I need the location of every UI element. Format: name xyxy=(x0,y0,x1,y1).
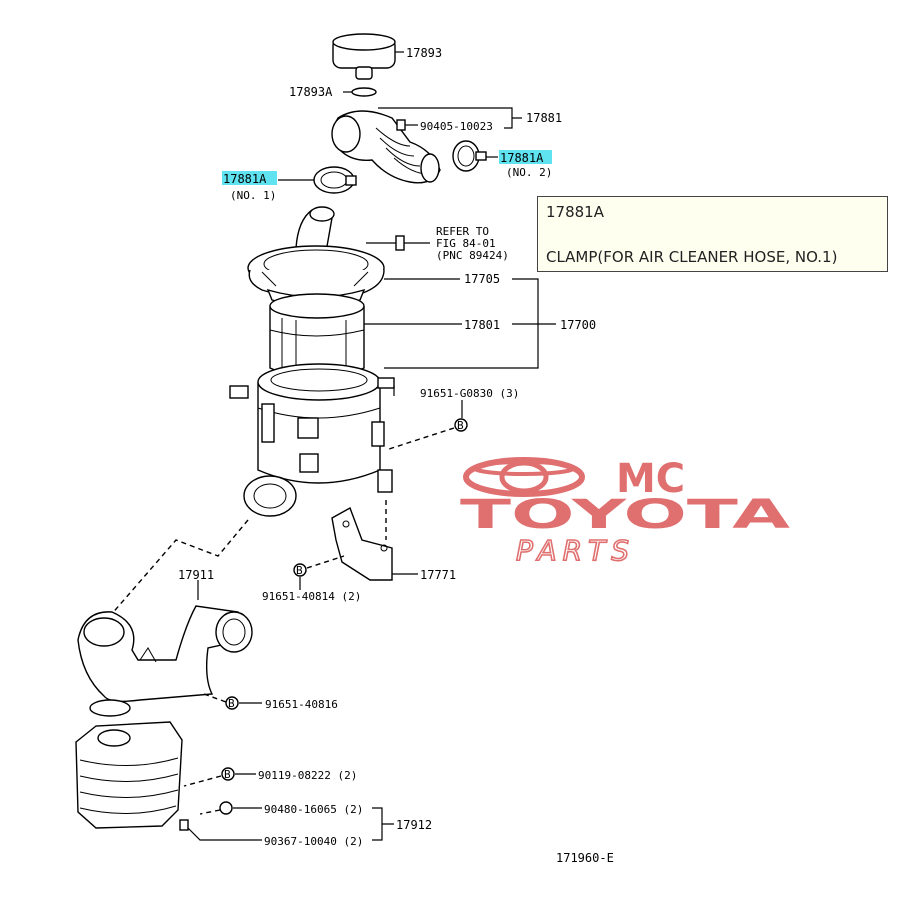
label-91651-40816[interactable]: 91651-40816 xyxy=(265,698,338,711)
label-90480-16065[interactable]: 90480-16065 (2) xyxy=(264,803,363,816)
part-17893A-ring[interactable] xyxy=(351,87,377,97)
label-highlight-no2 xyxy=(499,150,552,164)
logo-parts: PARTS xyxy=(516,534,635,567)
bolt-b-icon xyxy=(454,418,468,432)
label-17893A[interactable]: 17893A xyxy=(289,85,333,99)
label-no1: (NO. 1) xyxy=(230,189,276,202)
nut-icon xyxy=(219,801,233,815)
marker-b: B xyxy=(228,697,235,710)
part-17881A-clamp-no1[interactable] xyxy=(313,166,357,194)
bolt-b-icon xyxy=(225,696,239,710)
grommet-icon xyxy=(179,819,189,831)
label-90367-10040[interactable]: 90367-10040 (2) xyxy=(264,835,363,848)
label-17881A-no1[interactable]: 17881A xyxy=(223,172,267,186)
part-17893-cap[interactable] xyxy=(332,33,396,80)
part-tooltip: 17881A CLAMP(FOR AIR CLEANER HOSE, NO.1) xyxy=(537,196,888,272)
label-17893[interactable]: 17893 xyxy=(406,46,442,60)
logo-mc: MC xyxy=(616,456,685,502)
label-91651-G0830[interactable]: 91651-G0830 (3) xyxy=(420,387,519,400)
bolt-b-icon xyxy=(293,563,307,577)
label-17911[interactable]: 17911 xyxy=(178,568,214,582)
sensor-icon xyxy=(395,235,405,251)
label-17705[interactable]: 17705 xyxy=(464,272,500,286)
illustration-id: 171960-E xyxy=(556,851,614,865)
part-17705-cover[interactable] xyxy=(247,206,385,307)
label-no2: (NO. 2) xyxy=(506,166,552,179)
label-highlight-no1 xyxy=(222,171,277,185)
part-17912-resonator[interactable] xyxy=(75,721,183,829)
label-17881A-no2[interactable]: 17881A xyxy=(500,151,544,165)
tooltip-part-number: 17881A xyxy=(546,203,604,221)
label-17771[interactable]: 17771 xyxy=(420,568,456,582)
label-17912[interactable]: 17912 xyxy=(396,818,432,832)
logo-toyota: TOYOTA xyxy=(460,492,790,538)
part-17771-bracket[interactable] xyxy=(331,506,393,581)
label-17881[interactable]: 17881 xyxy=(526,111,562,125)
refer-line1: REFER TO xyxy=(436,225,489,238)
marker-b: B xyxy=(296,564,303,577)
label-17801[interactable]: 17801 xyxy=(464,318,500,332)
part-17801-element[interactable] xyxy=(269,293,365,380)
part-17911-duct[interactable] xyxy=(77,605,253,717)
marker-b: B xyxy=(224,768,231,781)
refer-line3: (PNC 89424) xyxy=(436,249,509,262)
omc-toyota-parts-logo: MC TOYOTA PARTS xyxy=(460,456,790,568)
part-17881-hose[interactable] xyxy=(331,110,441,184)
label-90405-10023[interactable]: 90405-10023 xyxy=(420,120,493,133)
refer-line2: FIG 84-01 xyxy=(436,237,496,250)
label-91651-40814[interactable]: 91651-40814 (2) xyxy=(262,590,361,603)
part-17881A-clamp-no2[interactable] xyxy=(452,140,487,172)
bolt-b-icon xyxy=(221,767,235,781)
bolt-90405-icon xyxy=(396,119,406,131)
label-17700[interactable]: 17700 xyxy=(560,318,596,332)
marker-b: B xyxy=(457,419,464,432)
label-90119-08222[interactable]: 90119-08222 (2) xyxy=(258,769,357,782)
part-air-cleaner-case[interactable] xyxy=(229,363,395,517)
tooltip-description: CLAMP(FOR AIR CLEANER HOSE, NO.1) xyxy=(546,248,838,266)
